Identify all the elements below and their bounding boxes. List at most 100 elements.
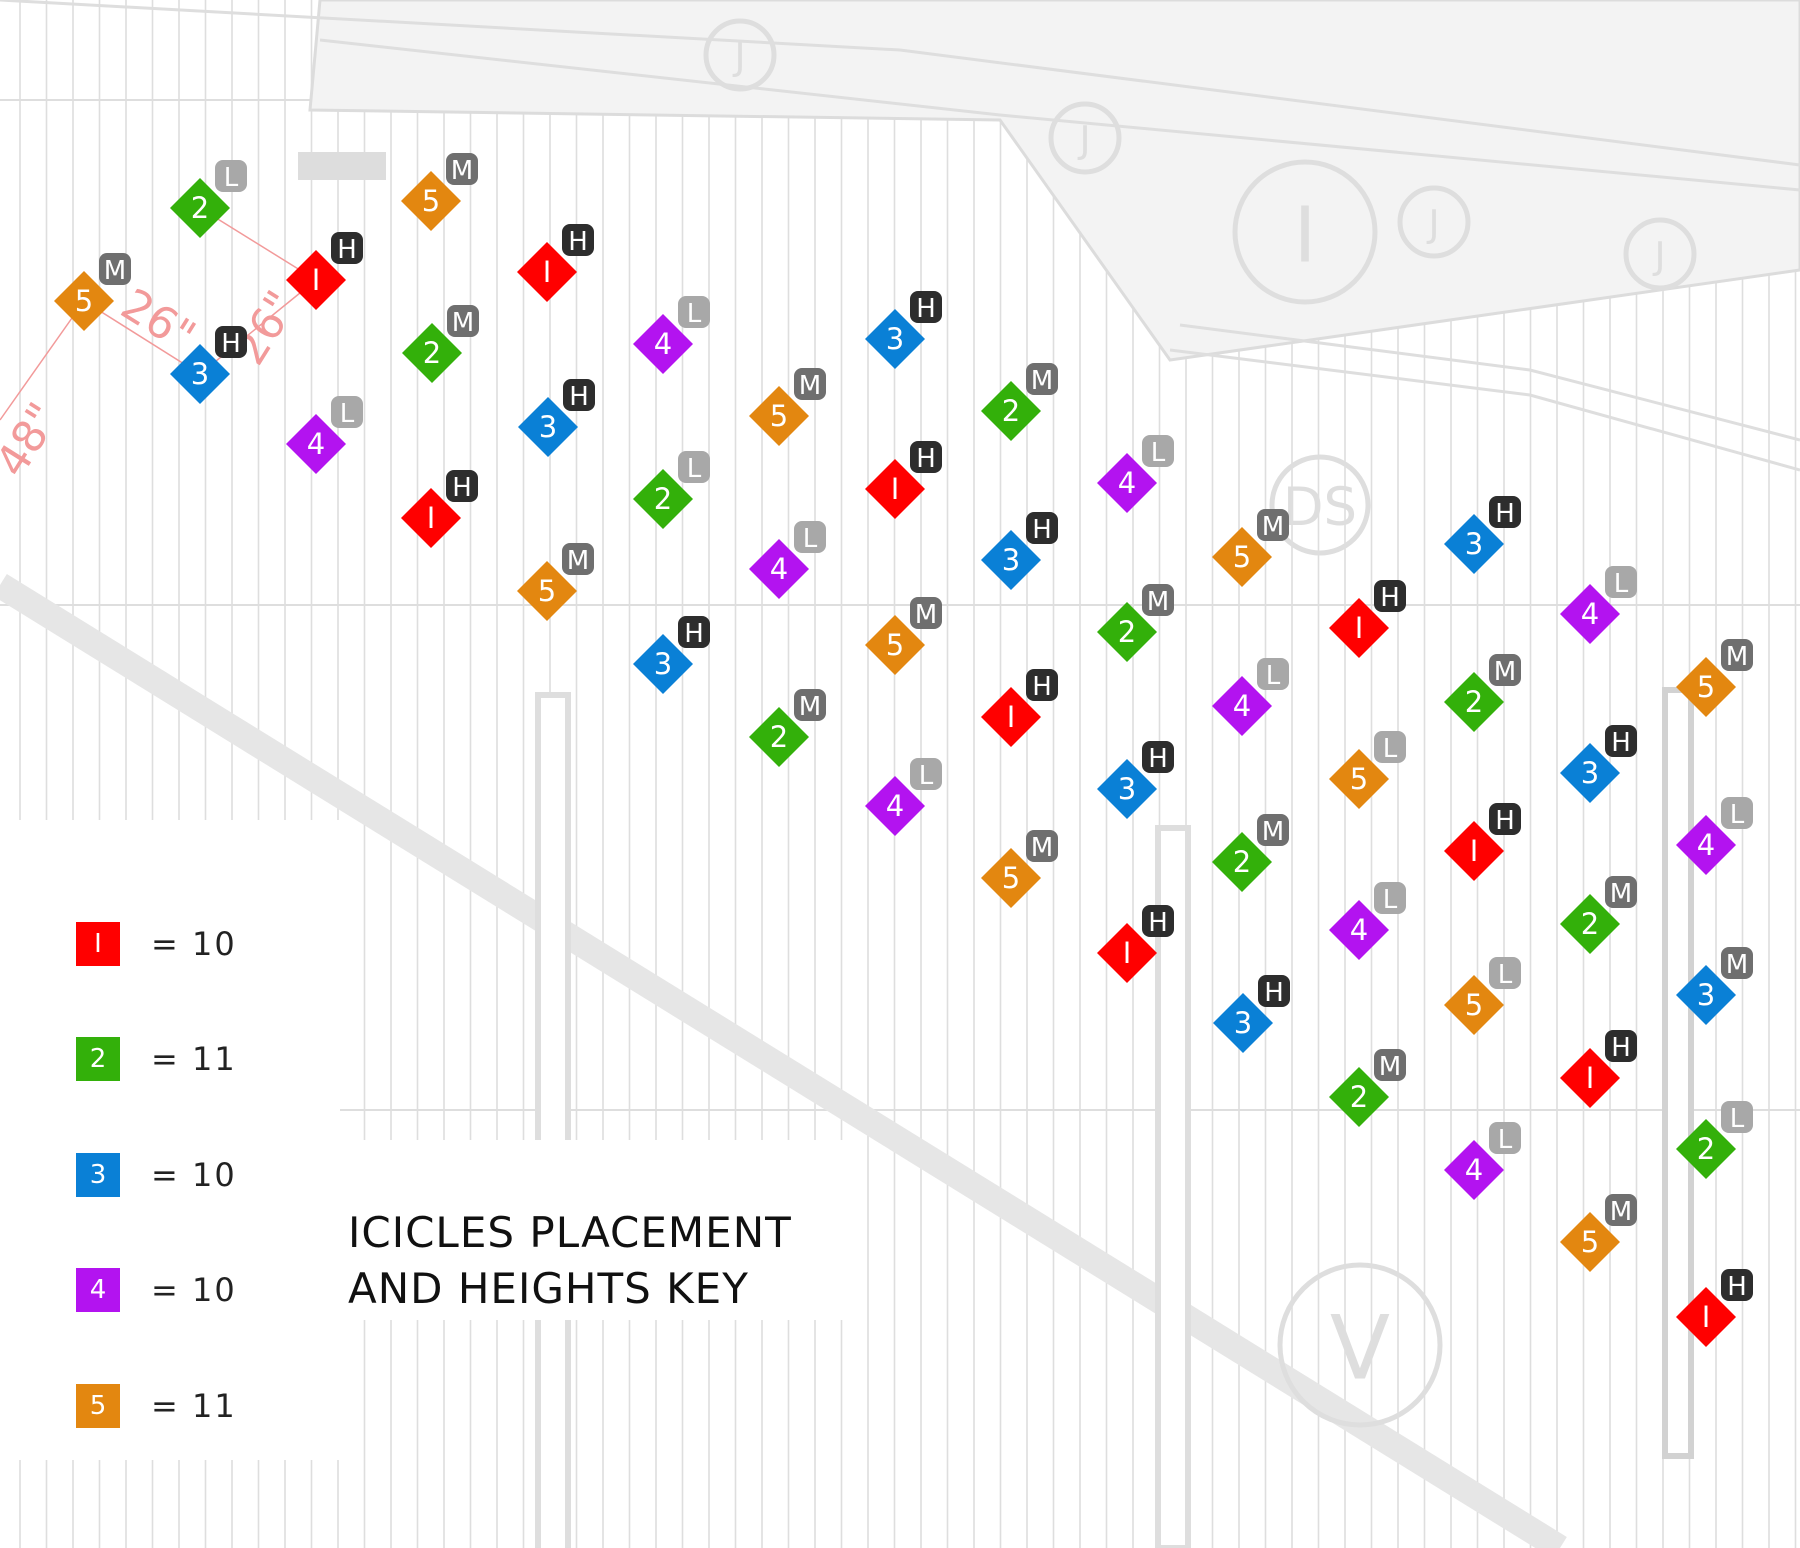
- icicle-type-label: 3: [539, 410, 557, 444]
- icicle-height-badge: [1026, 830, 1058, 862]
- plan-tag-j: J: [1077, 117, 1090, 161]
- icicle-height-label: M: [1726, 950, 1748, 980]
- icicle-marker: IH: [1329, 580, 1406, 658]
- legend-value-2: = 11: [151, 1040, 237, 1078]
- post: [1662, 687, 1694, 1459]
- icicle-height-badge: [446, 153, 478, 185]
- icicle-marker: 4L: [286, 396, 363, 474]
- icicle-height-badge: [1374, 731, 1406, 763]
- icicle-type-diamond: [865, 309, 925, 369]
- icicle-type-label: 5: [1002, 861, 1020, 895]
- dimension-line: [199, 207, 317, 281]
- icicle-height-badge: [910, 291, 942, 323]
- icicle-type-label: 3: [886, 322, 904, 356]
- icicle-height-badge: [446, 470, 478, 502]
- icicle-marker: 2M: [1444, 654, 1521, 732]
- icicle-height-badge: [678, 296, 710, 328]
- icicle-height-label: H: [221, 329, 241, 359]
- icicle-type-diamond: [1676, 657, 1736, 717]
- icicle-marker: 2L: [633, 451, 710, 529]
- icicle-type-label: 3: [654, 647, 672, 681]
- icicle-type-diamond: [1444, 514, 1504, 574]
- icicle-height-badge: [678, 616, 710, 648]
- icicle-type-label: 3: [1581, 756, 1599, 790]
- icicle-marker: 2M: [402, 305, 479, 383]
- plan-tag-j-circle: [1623, 217, 1697, 291]
- icicle-height-badge: [1721, 1269, 1753, 1301]
- icicle-marker: IH: [1444, 803, 1521, 881]
- icicle-height-badge: [215, 160, 247, 192]
- icicle-type-diamond: [170, 178, 230, 238]
- icicle-height-label: M: [1610, 1197, 1632, 1227]
- icicle-height-label: H: [1380, 583, 1400, 613]
- icicle-type-diamond: [1560, 1212, 1620, 1272]
- icicle-type-diamond: [1097, 453, 1157, 513]
- icicle-height-label: M: [799, 371, 821, 401]
- icicle-height-badge: [1142, 905, 1174, 937]
- icicle-type-label: 4: [654, 327, 672, 361]
- icicle-height-label: H: [916, 444, 936, 474]
- icicle-height-badge: [1605, 876, 1637, 908]
- icicle-marker: 2L: [1676, 1101, 1753, 1179]
- icicle-type-diamond: [1676, 1287, 1736, 1347]
- icicle-height-label: H: [1148, 744, 1168, 774]
- icicle-height-badge: [1721, 797, 1753, 829]
- icicle-height-label: L: [687, 454, 702, 484]
- legend-value-1: = 10: [151, 925, 237, 963]
- plan-tag-i-circle: [1232, 159, 1378, 305]
- icicle-height-badge: [678, 451, 710, 483]
- icicle-height-label: H: [569, 382, 589, 412]
- eave-line: [0, 0, 1800, 167]
- eave-line: [319, 38, 1800, 192]
- plan-tag-j: J: [1426, 201, 1439, 245]
- icicle-height-label: L: [224, 163, 239, 193]
- icicle-height-label: M: [1726, 642, 1748, 672]
- roof-band: [308, 0, 1800, 362]
- icicle-height-badge: [1257, 509, 1289, 541]
- icicle-height-label: L: [1498, 1125, 1513, 1155]
- icicle-marker: 4L: [1329, 882, 1406, 960]
- icicle-height-badge: [1605, 566, 1637, 598]
- icicle-markers: 5M2L3HIH4L5M2MIHIH3H5M4L2L3H5M4L2M3HIH5M…: [54, 153, 1753, 1347]
- icicle-height-label: L: [1383, 734, 1398, 764]
- icicle-marker: IH: [517, 224, 594, 302]
- legend-value-4: = 10: [151, 1271, 237, 1309]
- icicle-marker: 3H: [170, 326, 247, 404]
- icicle-type-label: 3: [1002, 543, 1020, 577]
- icicle-marker: 5M: [981, 830, 1058, 908]
- icicle-type-label: I: [1702, 1300, 1711, 1334]
- icicle-type-label: 2: [1350, 1080, 1368, 1114]
- icicle-height-badge: [1605, 1030, 1637, 1062]
- icicle-type-diamond: [633, 314, 693, 374]
- icicle-marker: 4L: [1097, 435, 1174, 513]
- icicle-height-label: L: [1266, 661, 1281, 691]
- icicle-height-label: H: [1032, 672, 1052, 702]
- icicle-height-label: L: [1730, 800, 1745, 830]
- post: [1155, 825, 1191, 1548]
- icicle-type-diamond: [981, 381, 1041, 441]
- icicle-type-diamond: [401, 488, 461, 548]
- legend-swatch-4: 4: [76, 1268, 120, 1312]
- icicle-type-label: I: [312, 263, 321, 297]
- legend-value-5: = 11: [151, 1387, 237, 1425]
- icicle-type-diamond: [54, 271, 114, 331]
- icicle-marker: 4L: [633, 296, 710, 374]
- icicle-marker: 3H: [865, 291, 942, 369]
- plan-tag-j-circle: [1397, 185, 1471, 259]
- icicle-marker: IH: [401, 470, 478, 548]
- icicle-height-label: M: [1610, 879, 1632, 909]
- dimension-annotations: 26"26"48": [0, 207, 317, 486]
- icicle-height-label: L: [1614, 569, 1629, 599]
- icicle-height-badge: [1605, 725, 1637, 757]
- icicle-type-label: 5: [1465, 988, 1483, 1022]
- icicle-marker: 5M: [749, 368, 826, 446]
- icicle-height-label: H: [1148, 908, 1168, 938]
- icicle-height-label: M: [799, 692, 821, 722]
- dimension-line: [83, 300, 201, 375]
- icicle-height-badge: [1605, 1194, 1637, 1226]
- icicle-marker: IH: [286, 232, 363, 310]
- icicle-marker: IH: [981, 669, 1058, 747]
- icicle-height-badge: [1489, 1122, 1521, 1154]
- icicle-type-diamond: [981, 848, 1041, 908]
- icicle-type-label: 5: [1350, 762, 1368, 796]
